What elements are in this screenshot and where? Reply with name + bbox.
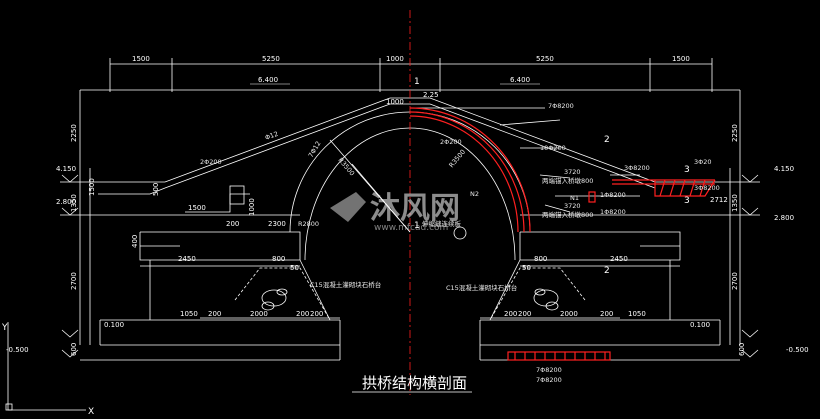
dim-top-3: 1000 bbox=[386, 55, 404, 63]
label-rebar-a: 两端锚入桥墩800 bbox=[542, 176, 593, 185]
watermark-url: www.mfcad.com bbox=[374, 223, 448, 233]
vdim-right-3: 2700 bbox=[731, 272, 739, 290]
vdim-left-4: 2700 bbox=[70, 272, 78, 290]
label-r6: 3Φ8200 bbox=[694, 184, 720, 192]
ldim-2300: 2300 bbox=[268, 220, 286, 228]
level-left-3: 0.100 bbox=[104, 321, 124, 329]
label-arc-center: 伸缩缝连续板 bbox=[422, 219, 462, 228]
label-foundation-left: C15混凝土灌砌块石桥台 bbox=[310, 280, 381, 289]
level-left-4: -0.500 bbox=[6, 346, 29, 354]
level-right-3: 0.100 bbox=[690, 321, 710, 329]
misc-1000: 1000 bbox=[386, 98, 404, 106]
ldim-200: 200 bbox=[226, 220, 239, 228]
label-left-diag2: 7Φ12 bbox=[307, 140, 323, 159]
dim-top-2: 5250 bbox=[262, 55, 280, 63]
label-r-3720: 3Φ20 bbox=[694, 158, 712, 166]
section-2-top: 2 bbox=[604, 135, 610, 145]
label-r5: 1Φ8200 bbox=[600, 208, 626, 216]
watermark-brand: 沐风网 bbox=[370, 191, 460, 226]
bdim-left-1: 2450 bbox=[178, 255, 196, 263]
vdim-right-4: 600 bbox=[738, 343, 746, 356]
detail-marker bbox=[453, 226, 467, 240]
label-r-right: R3500 bbox=[447, 148, 467, 169]
axis-x-label: X bbox=[88, 407, 94, 417]
bdim-right-1: 800 bbox=[534, 255, 547, 263]
slope-right: 6.400 bbox=[510, 76, 530, 84]
label-3720-b: 3720 bbox=[564, 202, 581, 210]
vdim-right-1: 2250 bbox=[731, 124, 739, 142]
label-r-top: 3Φ8200 bbox=[624, 164, 650, 172]
structure-lines bbox=[5, 58, 760, 411]
label-foundation-right: C15混凝土灌砌块石桥台 bbox=[446, 283, 517, 292]
fdim-left-5: 200 bbox=[310, 310, 323, 318]
watermark: 沐风网 www.mfcad.com bbox=[330, 191, 460, 233]
label-r2: 7Φ8200 bbox=[548, 102, 574, 110]
slope-left: 6.400 bbox=[258, 76, 278, 84]
level-right-4: -0.500 bbox=[786, 346, 809, 354]
vdim-right-2: 1350 bbox=[731, 194, 739, 212]
section-1-bot: 1 bbox=[414, 221, 420, 231]
label-bottom-rebar1: 7Φ8200 bbox=[536, 366, 562, 374]
rock-fill-right bbox=[533, 288, 559, 311]
vdim-left-2: 1500 bbox=[88, 178, 96, 196]
label-3720-a: 3720 bbox=[564, 168, 581, 176]
label-rebar-b: 两端锚入桥墩800 bbox=[542, 210, 593, 219]
axis-y-label: Y bbox=[1, 323, 8, 333]
label-bottom-rebar2: 7Φ8200 bbox=[536, 376, 562, 384]
section-1-top: 1 bbox=[414, 77, 420, 87]
label-left-beam: 2Φ200 bbox=[200, 158, 222, 166]
level-right-2: 2.800 bbox=[774, 214, 794, 222]
rock-fill-left bbox=[261, 288, 288, 311]
watermark-logo-icon bbox=[330, 192, 366, 222]
fdim-right-5: 1050 bbox=[628, 310, 646, 318]
dim-top-5: 1500 bbox=[672, 55, 690, 63]
ldim-400: 400 bbox=[131, 235, 139, 248]
drawing-title: 拱桥结构横剖面 bbox=[362, 374, 467, 392]
vdim-left-1: 2250 bbox=[70, 124, 78, 142]
fdim-left-4: 200 bbox=[296, 310, 309, 318]
section-3-a: 3 bbox=[684, 165, 690, 175]
level-right-1: 4.150 bbox=[774, 165, 794, 173]
bdim-left-2: 800 bbox=[272, 255, 285, 263]
section-3-b: 3 bbox=[684, 196, 690, 206]
label-left-arc: R2800 bbox=[298, 220, 319, 228]
misc-50-right: 50 bbox=[522, 264, 531, 272]
label-n1: N1 bbox=[570, 194, 579, 202]
fdim-left-1: 1050 bbox=[180, 310, 198, 318]
section-2-bot: 2 bbox=[604, 266, 610, 276]
label-mid-n2: N2 bbox=[470, 190, 479, 198]
fdim-left-2: 200 bbox=[208, 310, 221, 318]
dim-top-1: 1500 bbox=[132, 55, 150, 63]
ldim-1000: 1000 bbox=[248, 198, 256, 216]
rebar-red bbox=[409, 107, 716, 361]
crown-label: 2.25 bbox=[423, 91, 439, 99]
vdim-left-3: 1350 bbox=[70, 194, 78, 212]
level-left-1: 4.150 bbox=[56, 165, 76, 173]
label-r1: 2Φ200 bbox=[440, 138, 462, 146]
fdim-right-2: 200 bbox=[518, 310, 531, 318]
fdim-right-1: 200 bbox=[504, 310, 517, 318]
bdim-right-2: 2450 bbox=[610, 255, 628, 263]
level-left-2: 2.800 bbox=[56, 198, 76, 206]
dim-top-4: 5250 bbox=[536, 55, 554, 63]
misc-2712: 2712 bbox=[710, 196, 728, 204]
label-r4: 1Φ8200 bbox=[600, 191, 626, 199]
fdim-right-3: 2000 bbox=[560, 310, 578, 318]
vdim-left-5: 600 bbox=[70, 343, 78, 356]
ldim-500: 500 bbox=[152, 183, 160, 196]
ldim-1500: 1500 bbox=[188, 204, 206, 212]
fdim-right-4: 200 bbox=[600, 310, 613, 318]
misc-50-left: 50 bbox=[290, 264, 299, 272]
label-r3: 10Φ200 bbox=[540, 144, 566, 152]
fdim-left-3: 2000 bbox=[250, 310, 268, 318]
